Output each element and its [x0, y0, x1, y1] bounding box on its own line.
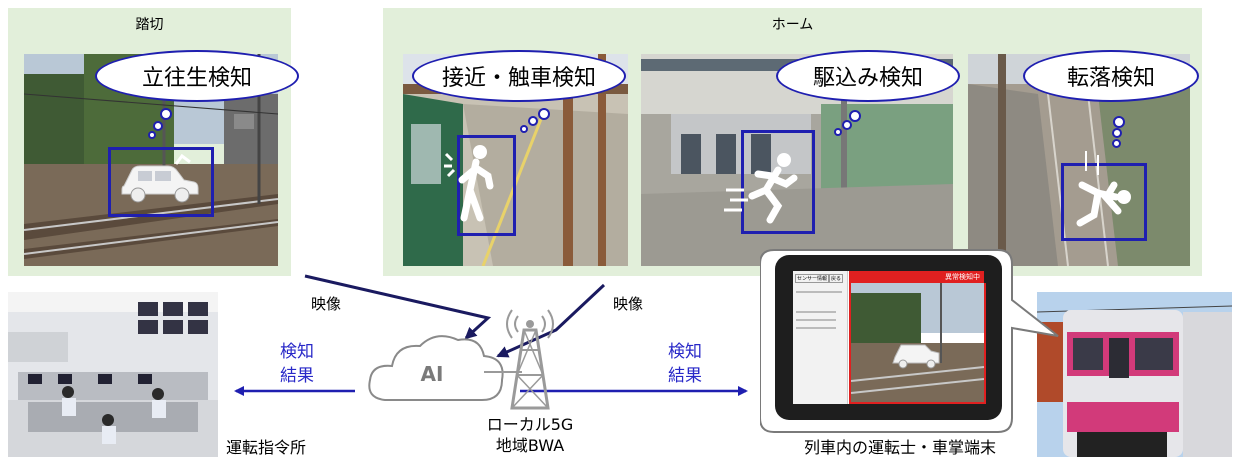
rush-detection-box	[741, 130, 815, 234]
crossing-detection-box	[108, 147, 214, 217]
tablet-side-line	[796, 319, 836, 321]
approach-contact-bubble: 接近・触車検知	[412, 50, 626, 102]
video-label-right: 映像	[613, 295, 644, 313]
tablet-side-line	[796, 311, 836, 313]
result-label-left: 検知 結果	[280, 342, 314, 386]
tablet-device: センサー情報 戻る 異常検知中	[775, 255, 1002, 420]
car-icon	[121, 153, 199, 203]
approach-bubble-dot-1	[538, 108, 550, 120]
ai-label: AI	[420, 362, 444, 386]
fall-detection-box	[1061, 163, 1147, 241]
crossing-panel-title: 踏切	[135, 17, 164, 33]
command-center-photo	[8, 292, 218, 457]
crossing-bubble-dot-2	[153, 121, 163, 131]
video-arrow-right	[496, 282, 607, 358]
fall-bubble: 転落検知	[1023, 50, 1199, 102]
rush-bubble-dot-2	[842, 120, 852, 130]
tablet-camera-view	[849, 283, 986, 404]
rush-bubble-dot-3	[834, 128, 842, 136]
crossing-bubble-dot-3	[148, 131, 156, 139]
rush-bubble: 駆込み検知	[776, 50, 960, 102]
tablet-side-line	[796, 291, 842, 293]
tablet-side-label-1[interactable]: センサー情報	[795, 274, 830, 283]
rush-bubble-dot-1	[849, 110, 861, 122]
train-photo	[1037, 292, 1232, 457]
crossing-bubble-dot-1	[160, 108, 172, 120]
video-label-left: 映像	[311, 295, 342, 313]
command-center-label: 運転指令所	[226, 438, 307, 457]
terminal-label: 列車内の運転士・車掌端末	[803, 438, 996, 457]
approach-bubble-dot-3	[520, 125, 528, 133]
tablet-alert-header: 異常検知中	[849, 271, 984, 283]
person-touch-icon	[444, 145, 494, 222]
running-person-icon	[724, 153, 798, 224]
falling-person-icon	[1076, 151, 1131, 227]
cloud-shape	[368, 335, 504, 401]
platform-panel-title: ホーム	[771, 17, 814, 33]
network-label: ローカル5G 地域BWA	[486, 415, 574, 455]
approach-bubble-dot-2	[528, 116, 538, 126]
tablet-sidebar: センサー情報 戻る	[793, 271, 848, 404]
fall-bubble-dot-3	[1112, 139, 1121, 148]
approach-detection-box	[457, 135, 516, 236]
tablet-side-label-2[interactable]: 戻る	[829, 274, 844, 283]
crossing-stall-bubble: 立往生検知	[95, 50, 299, 102]
antenna-tower	[484, 309, 554, 410]
tablet-side-line	[796, 327, 836, 329]
tablet-screen: センサー情報 戻る 異常検知中	[793, 271, 986, 404]
fall-bubble-dot-2	[1112, 128, 1122, 138]
fall-bubble-dot-1	[1113, 116, 1125, 128]
tablet-alert-text: 異常検知中	[945, 273, 980, 281]
result-label-right: 検知 結果	[668, 342, 702, 386]
video-arrow-left	[304, 272, 492, 340]
